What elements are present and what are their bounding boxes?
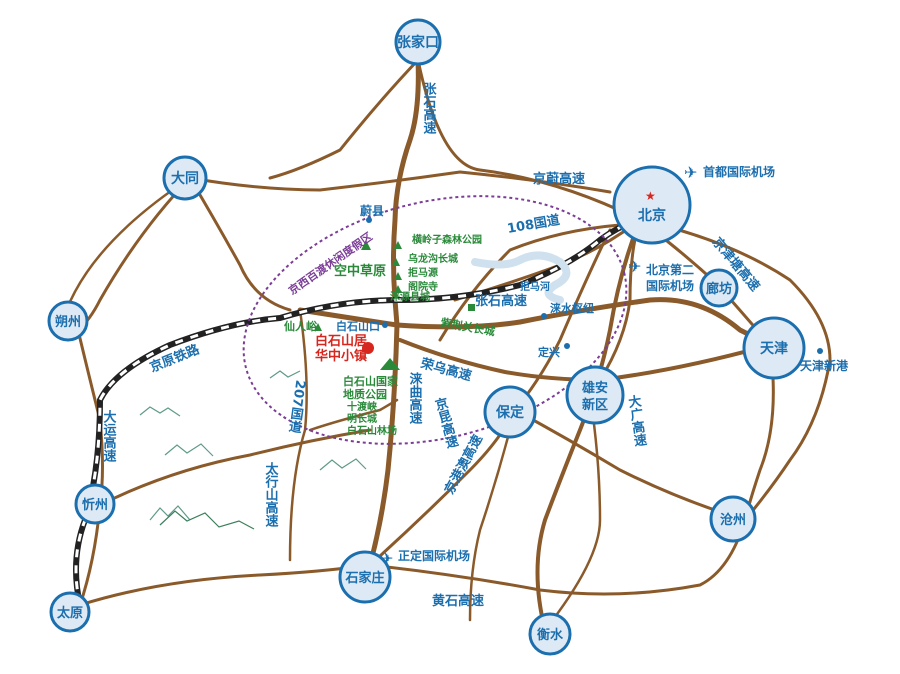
city-cangzhou: 沧州 <box>720 512 746 528</box>
place-jumayuan: 拒马源 <box>408 266 438 279</box>
city-shijiazhuang: 石家庄 <box>344 570 384 586</box>
city-zhangjiakou: 张家口 <box>397 34 439 51</box>
place-xianrenyu: 仙人峪 <box>284 319 318 333</box>
place-kongzhong: 空中草原 <box>334 263 386 279</box>
place-jumahe: 拒马河 <box>520 280 550 293</box>
road-label-laiqu: 涞曲高速 <box>407 371 423 425</box>
city-beijing: 北京 <box>638 207 666 224</box>
road-jinggangao <box>535 218 642 632</box>
marker-dot <box>817 348 823 354</box>
road-laiqu <box>367 322 400 568</box>
place-gegesi: 阁院寺 <box>408 280 438 293</box>
road-huangshi <box>368 518 747 596</box>
road-label-zhangshi: 张石高速 <box>421 82 438 135</box>
marker-dot <box>382 322 388 328</box>
place-geopark1: 白石山国家 <box>343 374 399 388</box>
city-xiongan-2: 新区 <box>582 397 608 413</box>
mountain-illustrations <box>139 370 367 530</box>
airplane-icon: ✈ <box>684 163 697 182</box>
place-yuxian: 蔚县 <box>360 203 384 218</box>
airplane-icon: ✈ <box>628 257 641 276</box>
city-shuozhou: 朔州 <box>55 314 81 330</box>
scenic-markers <box>314 217 823 370</box>
airport-daxing-2: 国际机场 <box>646 278 694 293</box>
marker-dot <box>541 313 547 319</box>
place-forest: 白石山林场 <box>347 424 397 437</box>
tourism-zone-boundary <box>242 195 628 445</box>
city-xiongan-1: 雄安 <box>581 380 608 396</box>
city-xinzhou: 忻州 <box>82 497 108 513</box>
city-markers <box>47 18 806 656</box>
road-label-jingyu: 京蔚高速 <box>533 171 585 187</box>
city-hengshui: 衡水 <box>537 627 564 643</box>
place-hengling: 横岭子森林公园 <box>412 233 482 246</box>
road-zhangshi-east <box>394 297 773 348</box>
road-label-g108: 108国道 <box>506 212 561 237</box>
city-datong: 大同 <box>171 170 199 187</box>
road-label-daguang: 大广高速 <box>624 393 647 449</box>
airport-capital: 首都国际机场 <box>703 164 775 179</box>
road-south <box>78 563 372 607</box>
place-mingcheng: 明长城 <box>347 412 377 425</box>
place-baishikou: 白石山口 <box>336 319 380 333</box>
place-main1: 白石山居 <box>315 333 367 349</box>
tree-icon <box>392 258 400 266</box>
road-label-rongwu: 荣乌高速 <box>418 355 473 384</box>
place-wulonggou: 乌龙沟长城 <box>408 252 458 265</box>
place-dingxing: 定兴 <box>538 345 560 359</box>
tree-icon <box>394 272 402 280</box>
place-zijingguan: 紫荆关长城 <box>439 315 496 338</box>
road-jingtaiyuan <box>513 228 612 412</box>
resort-marker <box>362 342 374 354</box>
tree-icon <box>361 240 371 250</box>
wall-marker <box>468 304 475 311</box>
port-tianjin: 天津新港 <box>800 358 849 373</box>
place-main2: 华中小镇 <box>315 348 367 364</box>
marker-dot <box>564 343 570 349</box>
place-shidu: 十渡峡 <box>347 400 377 413</box>
road-label-jingkunline: 京昆高速 <box>431 395 460 451</box>
geopark-icon <box>380 358 400 370</box>
airport-daxing-1: 北京第二 <box>646 262 694 277</box>
city-langfang: 廊坊 <box>706 281 732 297</box>
airport-zhengding: 正定国际机场 <box>398 548 470 563</box>
place-laishui: 涞水枢纽 <box>550 301 594 315</box>
place-laiyuan: 涞源县城 <box>390 290 430 303</box>
city-taiyuan: 太原 <box>56 605 83 621</box>
marker-dot <box>366 217 372 223</box>
beijing-star-icon: ★ <box>645 189 656 203</box>
road-label-zhangshi2: 张石高速 <box>475 293 527 309</box>
road-label-taihang: 太行山高速 <box>263 461 280 528</box>
road-rongwu <box>398 338 772 382</box>
road-label-huangshi: 黄石高速 <box>432 593 484 609</box>
place-geopark2: 地质公园 <box>343 387 387 401</box>
city-tianjin: 天津 <box>760 340 788 357</box>
tree-icon <box>394 241 402 249</box>
road-label-dayun: 大运高速 <box>101 409 117 463</box>
jumahe-river <box>471 251 571 304</box>
tree-icon <box>314 323 322 331</box>
city-baoding: 保定 <box>495 404 524 421</box>
tree-icon <box>394 285 402 293</box>
